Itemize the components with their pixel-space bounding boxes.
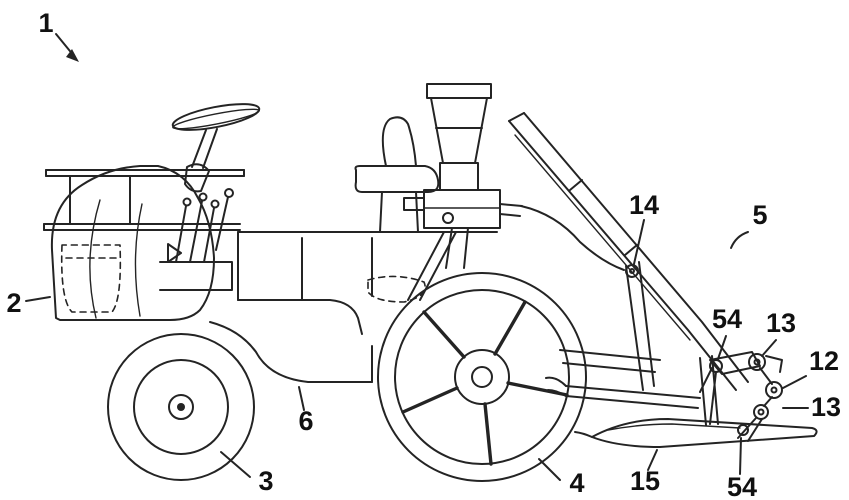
ref-label-54a: 54: [712, 304, 742, 334]
leader-54a: [717, 335, 727, 360]
ref-label-4: 4: [569, 468, 584, 498]
ref-label-2: 2: [6, 288, 21, 318]
leader-14: [633, 219, 645, 265]
steering-wheel: [171, 103, 261, 193]
hood-handrails: [43, 169, 245, 231]
ref-label-54b: 54: [727, 472, 757, 500]
seedling-platform: [508, 112, 749, 426]
front-wheel: [107, 333, 255, 481]
ref-label-15: 15: [630, 466, 660, 496]
leader-5: [730, 231, 749, 249]
ref-label-12: 12: [809, 346, 839, 376]
leader-2: [25, 296, 51, 302]
leader-3: [220, 451, 251, 478]
rear-wheel: [377, 272, 587, 482]
hood: [50, 165, 215, 321]
leader-4: [538, 458, 561, 481]
ref-label-3: 3: [258, 466, 273, 496]
body-frame: [209, 231, 661, 383]
ref-label-13b: 13: [811, 392, 841, 422]
ref-label-13a: 13: [766, 308, 796, 338]
control-levers: [159, 188, 234, 291]
leader-1-arrowhead: [66, 49, 79, 62]
planting-linkage: [699, 351, 783, 442]
leader-15: [647, 449, 658, 471]
ref-label-6: 6: [298, 406, 313, 436]
leader-6: [298, 386, 305, 411]
ref-label-14: 14: [629, 190, 659, 220]
leader-lines: [25, 33, 809, 481]
ref-label-1: 1: [38, 8, 53, 38]
leader-12: [782, 375, 807, 389]
lower-link: [545, 376, 701, 409]
float-skid: [574, 418, 818, 448]
seat: [354, 116, 440, 233]
leader-54b: [739, 437, 742, 475]
leader-13a: [761, 339, 777, 357]
hopper: [403, 83, 625, 271]
ref-label-5: 5: [752, 200, 767, 230]
